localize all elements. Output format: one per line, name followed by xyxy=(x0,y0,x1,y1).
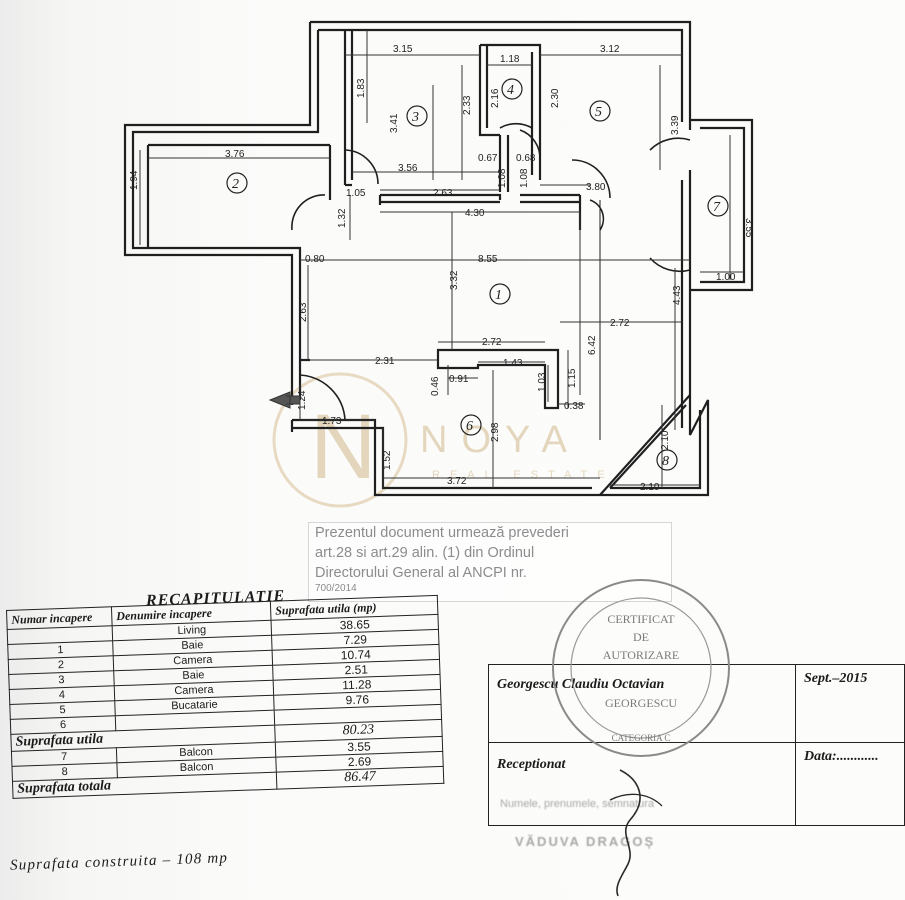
room-numbers: 1 2 3 4 5 6 7 8 xyxy=(226,78,729,471)
dimension-label: 2.72 xyxy=(610,318,630,329)
dimension-label: 2.33 xyxy=(462,95,473,115)
svg-text:6: 6 xyxy=(466,419,473,434)
svg-text:GEORGESCU: GEORGESCU xyxy=(605,696,677,710)
door-swings xyxy=(291,122,691,440)
dimension-label: 0.91 xyxy=(449,374,469,385)
noya-watermark: N NOYA REAL ESTATE xyxy=(272,372,605,508)
faded-name: VĂDUVA DRAGOȘ xyxy=(515,834,656,849)
room-number-8: 8 xyxy=(656,449,678,471)
svg-text:7: 7 xyxy=(713,200,721,215)
room-number-5: 5 xyxy=(589,100,611,122)
dimension-labels: 3.15 1.18 3.12 1.83 2.33 2.16 2.30 3.41 … xyxy=(129,44,754,493)
signature-box: Georgescu Claudiu Octavian Sept.–2015 Re… xyxy=(488,664,905,826)
watermark-monogram: N xyxy=(310,396,376,498)
dimension-label: 1.73 xyxy=(322,416,342,427)
dimension-label: 1.32 xyxy=(337,208,348,228)
dimension-lines xyxy=(139,30,744,488)
svg-text:2: 2 xyxy=(232,177,239,192)
dimension-label: 2.98 xyxy=(490,422,501,442)
dimension-label: 0.80 xyxy=(305,254,325,265)
svg-text:5: 5 xyxy=(595,105,602,120)
room-number-4: 4 xyxy=(501,78,523,100)
data-label: Data:............ xyxy=(795,742,905,826)
dimension-label: 0.68 xyxy=(516,153,536,164)
svg-text:4: 4 xyxy=(507,83,514,98)
dimension-label: 0.67 xyxy=(478,153,498,164)
svg-text:CERTIFICAT: CERTIFICAT xyxy=(607,612,675,626)
room-number-6: 6 xyxy=(460,414,482,436)
dimension-label: 1.05 xyxy=(346,188,366,199)
notice-line: 700/2014 xyxy=(315,583,357,594)
dimension-label: 1.03 xyxy=(537,372,548,392)
svg-text:8: 8 xyxy=(662,454,669,469)
dimension-label: 3.15 xyxy=(393,44,413,55)
svg-text:CATEGORIA C: CATEGORIA C xyxy=(612,733,671,743)
svg-text:3: 3 xyxy=(411,110,419,125)
dimension-label: 3.76 xyxy=(225,149,245,160)
room-number-3: 3 xyxy=(406,105,428,127)
dimension-label: 1.83 xyxy=(356,78,367,98)
notice-line: art.28 si art.29 alin. (1) din Ordinul xyxy=(315,545,535,561)
dimension-label: 2.31 xyxy=(375,356,395,367)
entrance-arrow-icon xyxy=(268,391,301,409)
dimension-label: 3.12 xyxy=(600,44,620,55)
dimension-label: 3.80 xyxy=(586,182,606,193)
dimension-label: 3.32 xyxy=(449,270,460,290)
notice-line: Prezentul document urmează prevederi xyxy=(315,525,569,541)
dimension-label: 3.55 xyxy=(743,218,754,238)
dimension-label: 1.15 xyxy=(567,368,578,388)
dimension-label: 1.18 xyxy=(500,54,520,65)
dimension-label: 1.52 xyxy=(382,450,393,470)
dimension-label: 3.56 xyxy=(398,163,418,174)
dimension-label: 1.08 xyxy=(519,168,530,188)
handwritten-signature xyxy=(609,769,663,897)
dimension-label: 2.10 xyxy=(660,430,671,450)
dimension-label: 4.30 xyxy=(465,208,485,219)
room-number-1: 1 xyxy=(489,283,511,305)
dimension-label: 0.38 xyxy=(564,401,584,412)
dimension-label: 3.39 xyxy=(670,115,681,135)
dimension-label: 1.24 xyxy=(297,390,308,410)
authorization-stamp: CERTIFICAT DE AUTORIZARE GEORGESCU CATEG… xyxy=(552,579,730,757)
dimension-label: 2.30 xyxy=(550,88,561,108)
floor-plan: N NOYA REAL ESTATE xyxy=(123,20,754,508)
author-date: Sept.–2015 xyxy=(795,664,905,743)
dimension-label: 1.94 xyxy=(129,170,140,190)
recap-table: Numar incapere Denumire incapere Suprafa… xyxy=(6,595,444,799)
dimension-label: 2.63 xyxy=(433,188,453,199)
faded-signature-caption: Numele, prenumele, semnatura xyxy=(500,798,655,810)
author-name: Georgescu Claudiu Octavian xyxy=(488,664,796,743)
dimension-label: 2.72 xyxy=(482,337,502,348)
room-number-7: 7 xyxy=(707,195,729,217)
svg-text:DE: DE xyxy=(633,630,649,644)
dimension-label: 4.43 xyxy=(672,285,683,305)
dimension-label: 3.41 xyxy=(389,113,400,133)
dimension-label: 1.00 xyxy=(716,272,736,283)
dimension-label: 2.16 xyxy=(490,88,501,108)
dimension-label: 1.08 xyxy=(497,168,508,188)
dimension-label: 0.46 xyxy=(430,376,441,396)
dimension-label: 6.42 xyxy=(587,335,598,355)
room-number-2: 2 xyxy=(226,172,248,194)
notice-line: Directorului General al ANCPI nr. xyxy=(315,565,527,581)
legal-notice: Prezentul document urmează prevederi art… xyxy=(308,522,672,602)
dimension-label: 3.72 xyxy=(447,476,467,487)
dimension-label: 8.55 xyxy=(478,254,498,265)
svg-text:1: 1 xyxy=(495,288,502,303)
dimension-label: 1.43 xyxy=(503,358,523,369)
dimension-label: 2.10 xyxy=(640,482,660,493)
svg-text:AUTORIZARE: AUTORIZARE xyxy=(603,648,679,662)
dimension-label: 2.63 xyxy=(298,302,309,322)
